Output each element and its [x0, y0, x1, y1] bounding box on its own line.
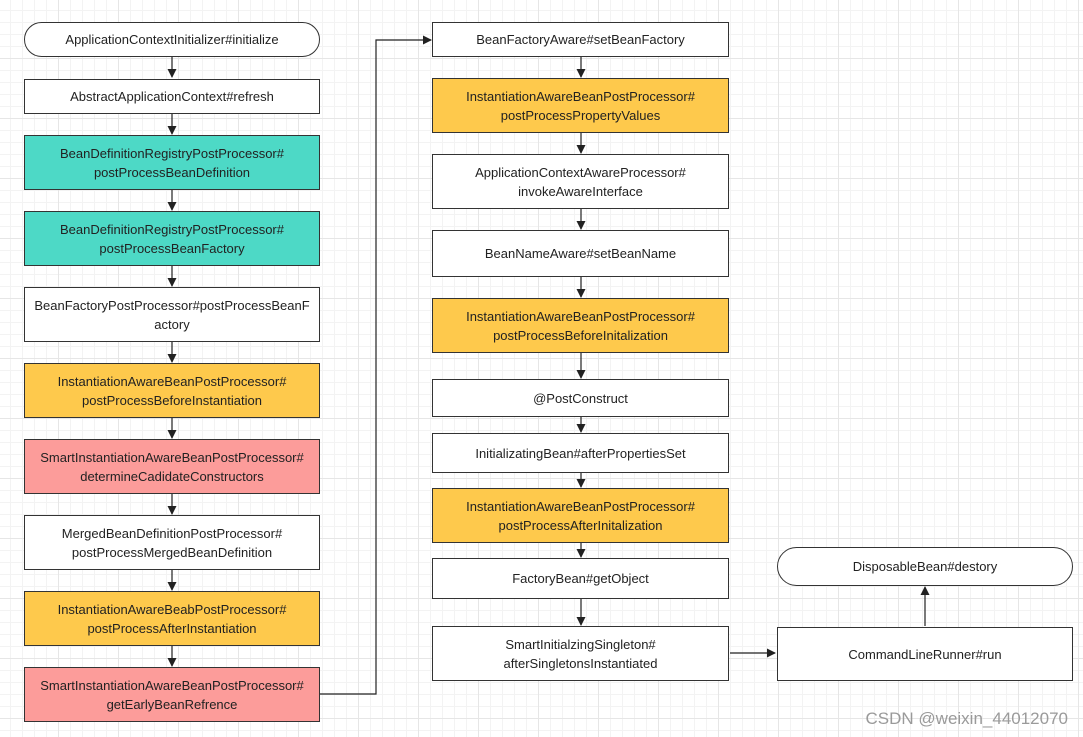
node-label-line-1: BeanDefinitionRegistryPostProcessor# — [60, 145, 284, 161]
node-label-line-2: postProcessAfterInstantiation — [87, 620, 257, 636]
node-label-line-2: postProcessAfterInitalization — [498, 517, 663, 533]
node-label-line-1: InstantiationAwareBeanPostProcessor# — [466, 498, 695, 514]
factory-bean-get-object-node: FactoryBean#getObject — [432, 558, 729, 599]
node-label: DisposableBean#destory — [852, 559, 998, 574]
node-label: BeanFactoryAware#setBeanFactory — [476, 32, 685, 47]
node-label: ApplicationContextInitializer#initialize — [65, 32, 279, 47]
command-line-runner-node: CommandLineRunner#run — [777, 627, 1073, 681]
initializing-bean-node: InitializatingBean#afterPropertiesSet — [432, 433, 729, 473]
connector-arrow — [320, 35, 432, 695]
node-label-line-2: invokeAwareInterface — [518, 183, 643, 199]
iabpp-after-instantiation-node: InstantiationAwareBeabPostProcessor# pos… — [24, 591, 320, 646]
csdn-watermark: CSDN @weixin_44012070 — [865, 709, 1068, 728]
node-label-line-2: postProcessBeanFactory — [99, 240, 245, 256]
post-construct-node: @PostConstruct — [432, 379, 729, 417]
node-label-line-2: getEarlyBeanRefrence — [106, 696, 238, 712]
node-label-line-1: InstantiationAwareBeabPostProcessor# — [57, 601, 287, 617]
node-label-line-2: afterSingletonsInstantiated — [503, 655, 658, 671]
node-label: InitializatingBean#afterPropertiesSet — [475, 445, 686, 461]
iabpp-before-initialization-node: InstantiationAwareBeanPostProcessor# pos… — [432, 298, 729, 353]
node-label-line-1: BeanFactoryPostProcessor#postProcessBean… — [34, 297, 310, 313]
node-label-line-1: SmartInstantiationAwareBeanPostProcessor… — [40, 449, 304, 465]
bdrpp-post-process-bean-factory-node: BeanDefinitionRegistryPostProcessor# pos… — [24, 211, 320, 266]
node-label-line-2: postProcessBeforeInstantiation — [82, 392, 262, 408]
node-label: FactoryBean#getObject — [512, 571, 649, 586]
iabpp-property-values-node: InstantiationAwareBeanPostProcessor# pos… — [432, 78, 729, 133]
node-label-line-1: InstantiationAwareBeanPostProcessor# — [466, 88, 695, 104]
bfpp-post-process-bean-factory-node: BeanFactoryPostProcessor#postProcessBean… — [24, 287, 320, 342]
node-label-line-1: ApplicationContextAwareProcessor# — [475, 164, 686, 180]
node-label-line-1: MergedBeanDefinitionPostProcessor# — [61, 525, 283, 541]
smart-initializing-singleton-node: SmartInitialzingSingleton# afterSingleto… — [432, 626, 729, 681]
node-label-line-2: postProcessPropertyValues — [500, 107, 661, 123]
siabpp-determine-constructors-node: SmartInstantiationAwareBeanPostProcessor… — [24, 439, 320, 494]
bean-name-aware-node: BeanNameAware#setBeanName — [432, 230, 729, 277]
iabpp-after-initialization-node: InstantiationAwareBeanPostProcessor# pos… — [432, 488, 729, 543]
abstract-application-context-refresh-node: AbstractApplicationContext#refresh — [24, 79, 320, 114]
bean-factory-aware-node: BeanFactoryAware#setBeanFactory — [432, 22, 729, 57]
node-label: CommandLineRunner#run — [848, 646, 1002, 662]
node-label-line-1: BeanDefinitionRegistryPostProcessor# — [60, 221, 284, 237]
node-label: BeanNameAware#setBeanName — [484, 246, 677, 261]
application-context-initializer-node: ApplicationContextInitializer#initialize — [24, 22, 320, 57]
node-label-line-2: postProcessBeforeInitalization — [493, 327, 668, 343]
node-label: @PostConstruct — [533, 390, 628, 406]
node-label: AbstractApplicationContext#refresh — [70, 89, 274, 104]
mbdpp-merged-bean-definition-node: MergedBeanDefinitionPostProcessor# postP… — [24, 515, 320, 570]
node-label-line-2: actory — [154, 316, 190, 332]
node-label-line-2: determineCadidateConstructors — [80, 468, 264, 484]
node-label-line-2: postProcessBeanDefinition — [93, 164, 251, 180]
iabpp-before-instantiation-node: InstantiationAwareBeanPostProcessor# pos… — [24, 363, 320, 418]
disposable-bean-destroy-node: DisposableBean#destory — [777, 547, 1073, 586]
siabpp-early-bean-reference-node: SmartInstantiationAwareBeanPostProcessor… — [24, 667, 320, 722]
node-label-line-2: postProcessMergedBeanDefinition — [71, 544, 273, 560]
node-label-line-1: SmartInstantiationAwareBeanPostProcessor… — [40, 677, 304, 693]
node-label-line-1: InstantiationAwareBeanPostProcessor# — [57, 373, 287, 389]
bdrpp-post-process-bean-definition-node: BeanDefinitionRegistryPostProcessor# pos… — [24, 135, 320, 190]
node-label-line-1: InstantiationAwareBeanPostProcessor# — [466, 308, 695, 324]
node-label-line-1: SmartInitialzingSingleton# — [505, 636, 656, 652]
application-context-aware-processor-node: ApplicationContextAwareProcessor# invoke… — [432, 154, 729, 209]
